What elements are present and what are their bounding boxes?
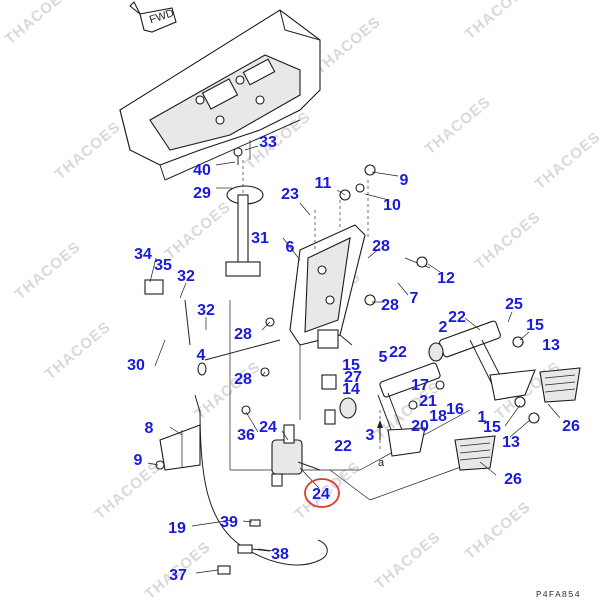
brake-pedal-assembly [428, 320, 581, 403]
watermark-text: THACOES [12, 238, 84, 303]
hose-assembly [129, 279, 191, 346]
callout-28: 28 [381, 297, 399, 314]
cable-bracket [159, 424, 201, 471]
callout-11: 11 [315, 175, 332, 192]
callout-20: 20 [411, 418, 429, 435]
callout-40: 40 [193, 162, 211, 179]
watermark-text: THACOES [162, 198, 234, 263]
highlighted-part-circle [304, 478, 340, 508]
callout-25: 25 [505, 296, 523, 313]
watermark-text: THACOES [312, 13, 384, 78]
callout-32: 32 [177, 268, 195, 285]
callout-31: 31 [251, 230, 269, 247]
callout-15: 15 [483, 419, 501, 436]
callout-16: 16 [446, 401, 464, 418]
callout-27: 27 [344, 369, 362, 386]
callout-22: 22 [448, 309, 466, 326]
callout-28: 28 [234, 326, 252, 343]
fwd-direction-tag: FWD [129, 1, 177, 33]
hardware-bolts [155, 164, 540, 470]
callout-22: 22 [389, 344, 407, 361]
callout-9: 9 [134, 452, 143, 469]
callout-2: 2 [439, 319, 448, 336]
callout-28: 28 [372, 238, 390, 255]
callout-7: 7 [410, 290, 419, 307]
watermark-text: THACOES [462, 498, 534, 563]
master-cylinder [271, 424, 321, 487]
callout-10: 10 [383, 197, 401, 214]
callout-18: 18 [429, 408, 447, 425]
control-rod [197, 339, 281, 376]
callout-26: 26 [562, 418, 580, 435]
callout-26: 26 [504, 471, 522, 488]
callout-33: 33 [259, 134, 277, 151]
callout-38: 38 [271, 546, 289, 563]
watermark-text: THACOES [2, 0, 74, 48]
callout-35: 35 [154, 257, 172, 274]
watermark-text: THACOES [462, 0, 534, 43]
watermark-text: THACOES [52, 118, 124, 183]
callout-1: 1 [478, 409, 487, 426]
callout-36: 36 [237, 427, 255, 444]
accelerator-pedal-assembly [321, 362, 496, 471]
callout-22: 22 [334, 438, 352, 455]
callout-34: 34 [134, 246, 152, 263]
bracket-column [225, 147, 264, 277]
callout-28: 28 [234, 371, 252, 388]
callout-24: 24 [259, 419, 277, 436]
view-label: a [378, 457, 385, 469]
floor-frame [119, 9, 321, 181]
callout-9: 9 [400, 172, 409, 189]
callout-19: 19 [168, 520, 186, 537]
callout-30: 30 [127, 357, 145, 374]
callout-21: 21 [419, 393, 437, 410]
callout-13: 13 [542, 337, 560, 354]
pedal-bracket [289, 224, 366, 349]
watermark-text: THACOES [42, 318, 114, 383]
callout-5: 5 [379, 349, 388, 366]
callout-12: 12 [437, 270, 455, 287]
watermark-text: THACOES [372, 528, 444, 593]
callout-14: 14 [342, 381, 360, 398]
leader-lines [147, 145, 561, 574]
callout-4: 4 [197, 347, 206, 364]
callout-23: 23 [281, 186, 299, 203]
callout-39: 39 [220, 514, 238, 531]
callout-15: 15 [526, 317, 544, 334]
callout-17: 17 [411, 377, 429, 394]
callout-6: 6 [286, 239, 295, 256]
control-cable [194, 394, 328, 575]
callout-24: 24 [312, 486, 330, 503]
watermark-text: THACOES [422, 93, 494, 158]
watermark-text: THACOES [92, 458, 164, 523]
callout-13: 13 [502, 434, 520, 451]
callout-32: 32 [197, 302, 215, 319]
callout-3: 3 [366, 427, 375, 444]
callout-8: 8 [145, 420, 154, 437]
drawing-code: P4FA854 [536, 590, 581, 600]
callout-15: 15 [342, 357, 360, 374]
watermark-text: THACOES [532, 128, 600, 193]
callout-29: 29 [193, 185, 211, 202]
watermark-text: THACOES [472, 208, 544, 273]
callout-37: 37 [169, 567, 187, 584]
